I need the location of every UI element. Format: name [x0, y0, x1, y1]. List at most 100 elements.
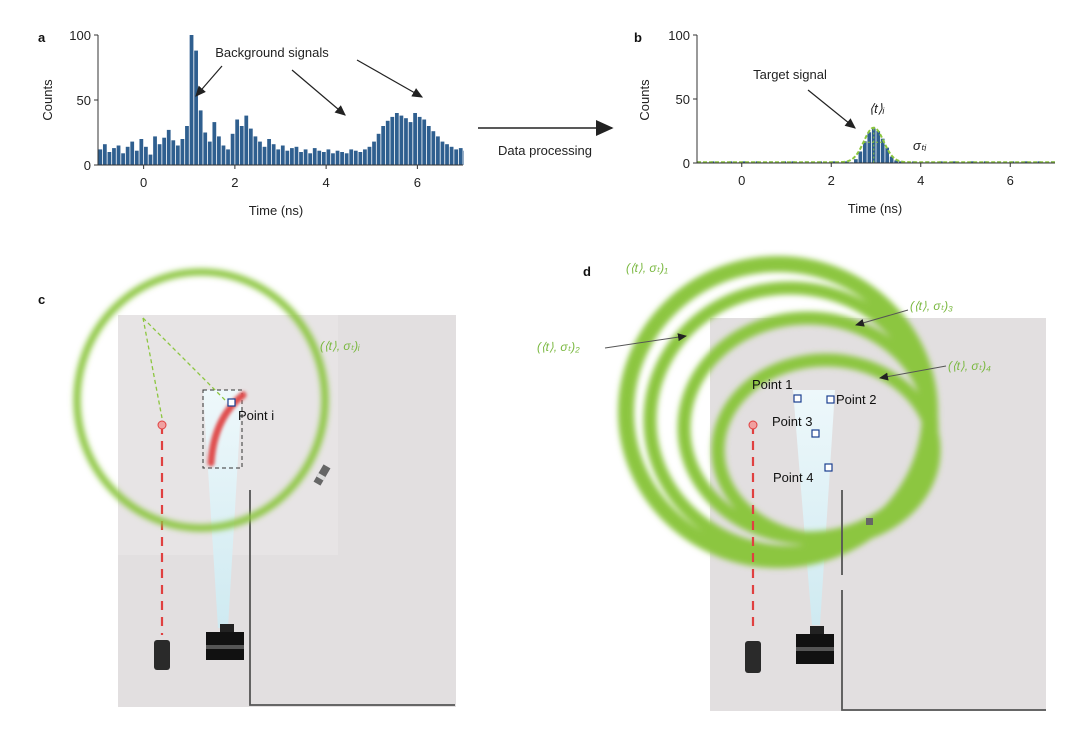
bg-arrow-3 — [356, 59, 424, 98]
histogram-bar — [445, 144, 449, 165]
histogram-bar — [422, 119, 427, 165]
target-arrow — [807, 89, 856, 129]
histogram-bar — [889, 156, 894, 163]
histogram-bar — [885, 147, 890, 163]
histogram-bar — [440, 141, 445, 165]
y-tick-label: 50 — [77, 93, 91, 108]
histogram-bar — [203, 132, 208, 165]
histogram-bar — [417, 116, 422, 165]
histogram-bar — [340, 152, 344, 165]
histogram-bar — [134, 150, 139, 165]
laser-device-d — [745, 641, 761, 673]
histogram-bar — [436, 136, 440, 165]
histogram-bar — [381, 126, 386, 165]
x-tick-label: 6 — [414, 175, 421, 190]
histogram-bar — [880, 138, 885, 163]
histogram-bar — [121, 153, 125, 165]
histogram-bar — [358, 152, 363, 165]
histogram-bar — [107, 152, 112, 165]
histogram-bar — [894, 160, 898, 163]
detector-d — [866, 518, 873, 525]
camera-fov-d — [793, 390, 835, 625]
laser-device-c — [154, 640, 170, 670]
point-3-marker — [811, 429, 820, 438]
histogram-bar — [326, 149, 331, 165]
histogram-bar — [394, 113, 399, 165]
hidden-object-trace-c — [207, 391, 247, 467]
histogram-bar — [175, 145, 180, 165]
histogram-bar — [331, 153, 335, 165]
histogram-bar — [262, 146, 267, 165]
y-tick-label: 0 — [683, 156, 690, 171]
laser-spot-c — [157, 420, 167, 430]
histogram-bar — [299, 152, 303, 165]
panel-label-a: a — [38, 30, 46, 45]
histogram-bar — [280, 145, 285, 165]
histogram-bar — [858, 151, 863, 163]
target-signal-label: Target signal — [753, 67, 827, 82]
ellipse-ring-c — [73, 268, 329, 532]
histogram-bar — [463, 150, 464, 165]
histogram-bar — [372, 141, 376, 165]
data-processing-arrow: Data processing — [478, 120, 614, 158]
panel-label-b: b — [634, 30, 642, 45]
panel-a-ylabel: Counts — [40, 79, 55, 121]
bg-arrow-2 — [291, 69, 346, 116]
histogram-bar — [230, 133, 235, 165]
histogram-bar — [854, 159, 858, 163]
panel-a-bars — [98, 35, 464, 165]
histogram-bar — [321, 152, 326, 165]
ring-label-1-d: (⟨t⟩, σₜ)₁ — [626, 261, 668, 275]
histogram-bar — [1024, 161, 1028, 163]
histogram-bar — [408, 122, 413, 165]
point-2-label: Point 2 — [836, 392, 876, 407]
histogram-bar — [125, 146, 130, 165]
histogram-bar — [189, 35, 194, 165]
ring-arrow-3-d — [855, 309, 909, 327]
histogram-bar — [166, 129, 171, 165]
histogram-bar — [239, 126, 244, 165]
histogram-bar — [226, 149, 230, 165]
ring-4-d — [711, 353, 941, 547]
fov-box-c — [202, 389, 243, 469]
bg-arrow-1 — [195, 65, 223, 97]
ellipse-rings-d — [618, 256, 941, 568]
panel-a-xlabel: Time (ns) — [249, 203, 303, 218]
x-tick-label: 2 — [828, 173, 835, 188]
histogram-bar — [267, 139, 271, 165]
histogram-bar — [426, 126, 431, 165]
histogram-bar — [144, 146, 148, 165]
histogram-bar — [399, 115, 404, 165]
histogram-bar — [312, 148, 317, 165]
histogram-bar — [148, 154, 153, 165]
histogram-bar — [308, 153, 313, 165]
sigma-t-label: σₜᵢ — [913, 138, 927, 153]
point-i-marker — [227, 398, 236, 407]
panel-c-scene: c Point i (⟨t⟩, σₜ)ᵢ — [38, 268, 456, 707]
occluding-wall-d — [841, 590, 1046, 711]
histogram-bar — [385, 120, 390, 165]
panel-label-d: d — [583, 264, 591, 279]
histogram-bar — [831, 161, 836, 163]
x-tick-label: 0 — [140, 175, 147, 190]
histogram-bar — [290, 148, 294, 165]
histogram-bar — [162, 137, 167, 165]
histogram-bar — [212, 122, 217, 165]
histogram-bar — [258, 141, 262, 165]
histogram-bar — [367, 146, 372, 165]
camera-c — [206, 624, 244, 660]
histogram-bar — [185, 126, 189, 165]
histogram-bar — [970, 161, 975, 163]
histogram-bar — [303, 149, 308, 165]
histogram-bar — [130, 141, 135, 165]
occluding-wall-c — [249, 490, 455, 706]
histogram-bar — [180, 139, 185, 165]
histogram-bar — [867, 132, 872, 163]
histogram-bar — [742, 161, 746, 163]
histogram-bar — [431, 131, 436, 165]
ring-label-4-d: (⟨t⟩, σₜ)₄ — [948, 359, 991, 373]
data-processing-label: Data processing — [498, 143, 592, 158]
point-i-label: Point i — [238, 408, 274, 423]
